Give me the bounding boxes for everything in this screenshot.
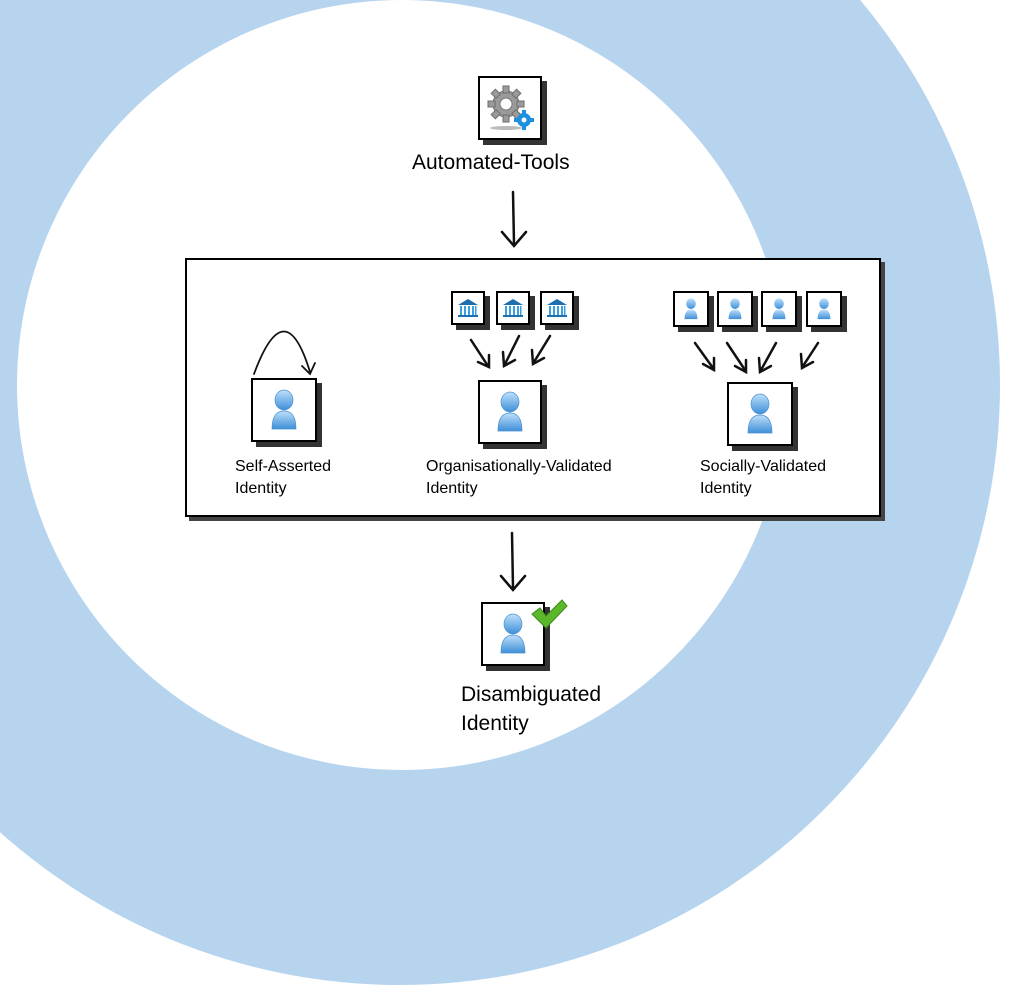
person-icon	[271, 389, 297, 430]
bank-source-card	[451, 291, 485, 325]
organisationally-validated-identity-card	[478, 380, 542, 444]
down-arrow-bottom	[499, 531, 527, 592]
checkmark-icon	[531, 599, 568, 629]
bank-icon	[547, 299, 567, 317]
person-icon	[500, 613, 526, 654]
person-icon	[747, 393, 773, 434]
self-loop-arrow	[253, 330, 316, 376]
disambiguated-identity-label: Disambiguated Identity	[461, 683, 602, 735]
people-to-identity-arrows	[693, 341, 820, 375]
bank-icon	[458, 299, 478, 317]
person-source-card	[806, 291, 842, 327]
self-asserted-label: Self-Asserted Identity	[235, 458, 332, 497]
person-icon	[817, 298, 831, 320]
bank-to-identity-arrows	[469, 334, 552, 369]
self-asserted-identity-card	[251, 378, 317, 442]
bank-source-card	[496, 291, 530, 325]
socially-validated-identity-card	[727, 382, 793, 446]
bank-icon	[503, 299, 523, 317]
gear-icon	[487, 85, 534, 130]
person-icon	[684, 298, 698, 320]
person-icon	[728, 298, 742, 320]
person-source-card	[761, 291, 797, 327]
down-arrow-top	[500, 190, 528, 248]
person-icon	[772, 298, 786, 320]
automated-tools-label: Automated-Tools	[412, 151, 570, 174]
bank-source-card	[540, 291, 574, 325]
person-icon	[497, 391, 523, 432]
person-source-card	[717, 291, 753, 327]
socially-validated-label: Socially-Validated Identity	[700, 458, 826, 497]
person-source-card	[673, 291, 709, 327]
disambiguated-identity-card	[481, 602, 545, 666]
organisationally-validated-label: Organisationally-Validated Identity	[426, 458, 612, 497]
automated-tools-card	[478, 76, 542, 140]
arrows-layer	[253, 190, 820, 592]
